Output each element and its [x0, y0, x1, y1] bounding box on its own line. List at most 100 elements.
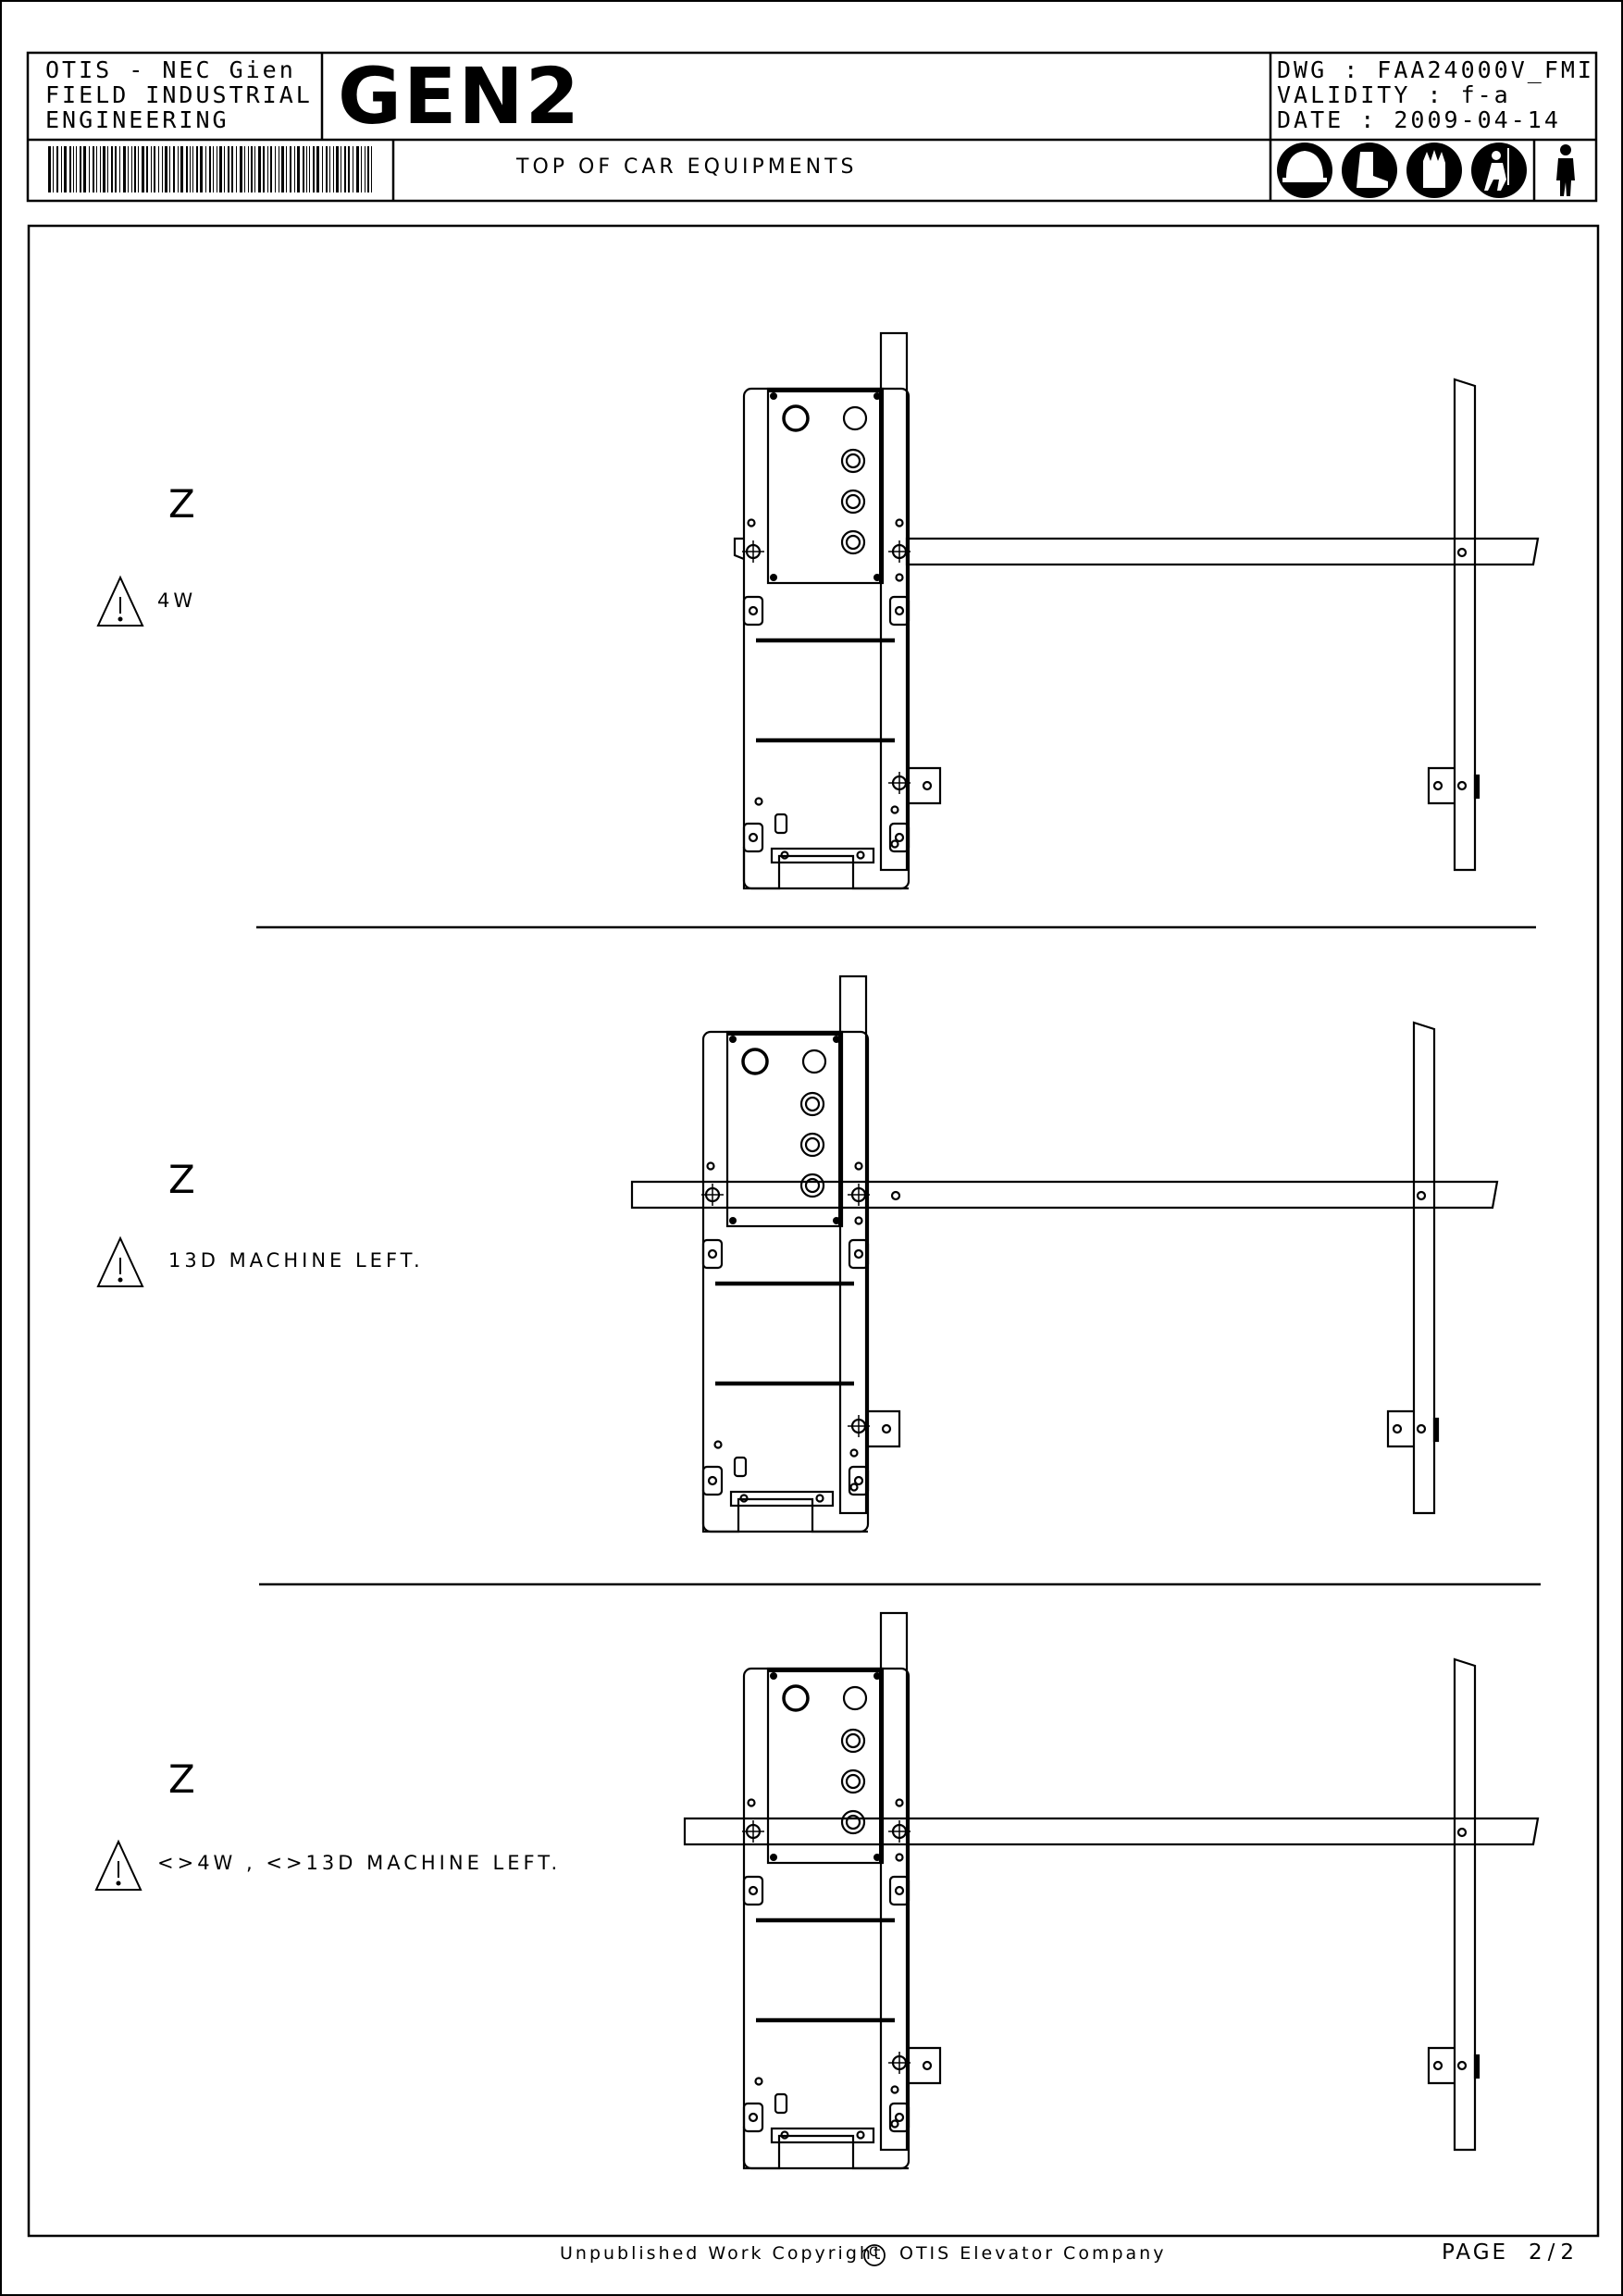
mount-tab — [742, 595, 764, 627]
small-hole — [856, 2130, 865, 2140]
button-inner — [804, 1136, 821, 1153]
small-hole — [854, 1216, 863, 1225]
barcode-bar — [128, 146, 129, 192]
gloves-icon — [1406, 143, 1462, 198]
guide-rail-right — [1453, 378, 1477, 872]
mount-hole — [922, 2060, 933, 2071]
mount-hole — [881, 1423, 892, 1434]
guide-rail-right — [1453, 1657, 1477, 2152]
title-block — [26, 51, 1598, 203]
barcode-bar — [228, 146, 229, 192]
warning-icon — [96, 575, 144, 627]
barcode-bar — [123, 146, 126, 192]
small-hole — [849, 1483, 859, 1492]
panel-screw — [833, 1217, 840, 1224]
rail-bracket — [1427, 2046, 1455, 2085]
barcode-bar — [313, 146, 315, 192]
harness-icon — [1471, 143, 1527, 198]
barcode-bar — [267, 146, 268, 192]
rail-bracket — [866, 1409, 901, 1448]
barcode-bar — [348, 146, 350, 192]
barcode-bar — [165, 146, 167, 192]
page-label: PAGE — [1442, 2240, 1509, 2265]
small-hole — [890, 2119, 899, 2128]
barcode-bar — [73, 146, 74, 192]
small-hole — [856, 850, 865, 860]
small-hole — [895, 1853, 904, 1862]
copyright-symbol-letter: C — [869, 2245, 878, 2260]
barcode-bar — [258, 146, 261, 192]
mount-hole — [1432, 2060, 1443, 2071]
mount-hole — [894, 605, 905, 616]
z-label: Z — [168, 481, 195, 527]
rail-hole — [890, 1190, 901, 1201]
barcode-bar — [270, 146, 272, 192]
barcode-bar — [200, 146, 203, 192]
stop-button — [782, 404, 810, 432]
button — [842, 405, 868, 431]
mount-hole — [748, 832, 759, 843]
small-hole — [754, 2077, 763, 2086]
barcode-bar — [111, 146, 113, 192]
barcode-bar — [322, 146, 323, 192]
mount-tab — [848, 1465, 870, 1496]
button-inner — [845, 493, 861, 510]
barcode-bar — [100, 146, 101, 192]
barcode-bar — [281, 146, 284, 192]
barcode-bar — [162, 146, 163, 192]
ppe-icons — [1277, 143, 1575, 198]
barcode-bar — [231, 146, 233, 192]
barcode-bar — [80, 146, 81, 192]
barcode-bar — [336, 146, 339, 192]
barcode-bar — [178, 146, 179, 192]
dwg-number: DWG : FAA24000V_FMI — [1277, 56, 1594, 83]
copyright-prefix: Unpublished Work Copyright — [560, 2243, 884, 2264]
small-hole — [849, 1448, 859, 1458]
equipment-figure-2 — [630, 974, 1499, 1533]
mount-hole — [1456, 2060, 1468, 2071]
clip — [1473, 2054, 1481, 2079]
warning-text: 4W — [157, 590, 197, 612]
small-hole — [780, 2130, 789, 2140]
safety-boot-icon — [1342, 143, 1397, 198]
z-label: Z — [168, 1756, 195, 1802]
mount-hole — [1416, 1423, 1427, 1434]
button-inner — [845, 534, 861, 551]
panel-screw — [770, 1854, 777, 1861]
guide-rail-left — [838, 974, 868, 1515]
barcode-bar — [119, 146, 120, 192]
drawing-frame — [27, 224, 1600, 2238]
barcode-bar — [115, 146, 117, 192]
stop-button — [741, 1048, 769, 1075]
warning-icon — [96, 1235, 144, 1287]
barcode-bar — [93, 146, 94, 192]
barcode-bar — [236, 146, 237, 192]
barcode-bar — [361, 146, 362, 192]
mount-hole — [707, 1475, 718, 1486]
barcode-bar — [151, 146, 152, 192]
button-inner — [845, 1773, 861, 1790]
bottom-plate — [770, 847, 875, 864]
barcode-bar — [56, 146, 58, 192]
gen2-logo: GEN2 — [338, 51, 579, 142]
guide-rail-left — [879, 1611, 909, 2152]
barcode-bar — [306, 146, 307, 192]
mount-tab — [742, 1875, 764, 1906]
small-hole — [895, 518, 904, 527]
barcode-bar — [196, 146, 198, 192]
barcode-bar — [371, 146, 372, 192]
small-hole — [780, 850, 789, 860]
small-hole — [895, 573, 904, 582]
button — [840, 529, 866, 555]
stop-button — [782, 1684, 810, 1712]
panel-screw — [770, 392, 777, 400]
rail-bracket — [907, 2046, 942, 2085]
crossbeam — [630, 1180, 1499, 1210]
button — [840, 489, 866, 515]
hard-hat-icon — [1277, 143, 1332, 198]
panel-screw — [729, 1036, 737, 1043]
mount-tab — [701, 1465, 724, 1496]
mount-tab — [742, 822, 764, 853]
panel-screw — [873, 1854, 881, 1861]
